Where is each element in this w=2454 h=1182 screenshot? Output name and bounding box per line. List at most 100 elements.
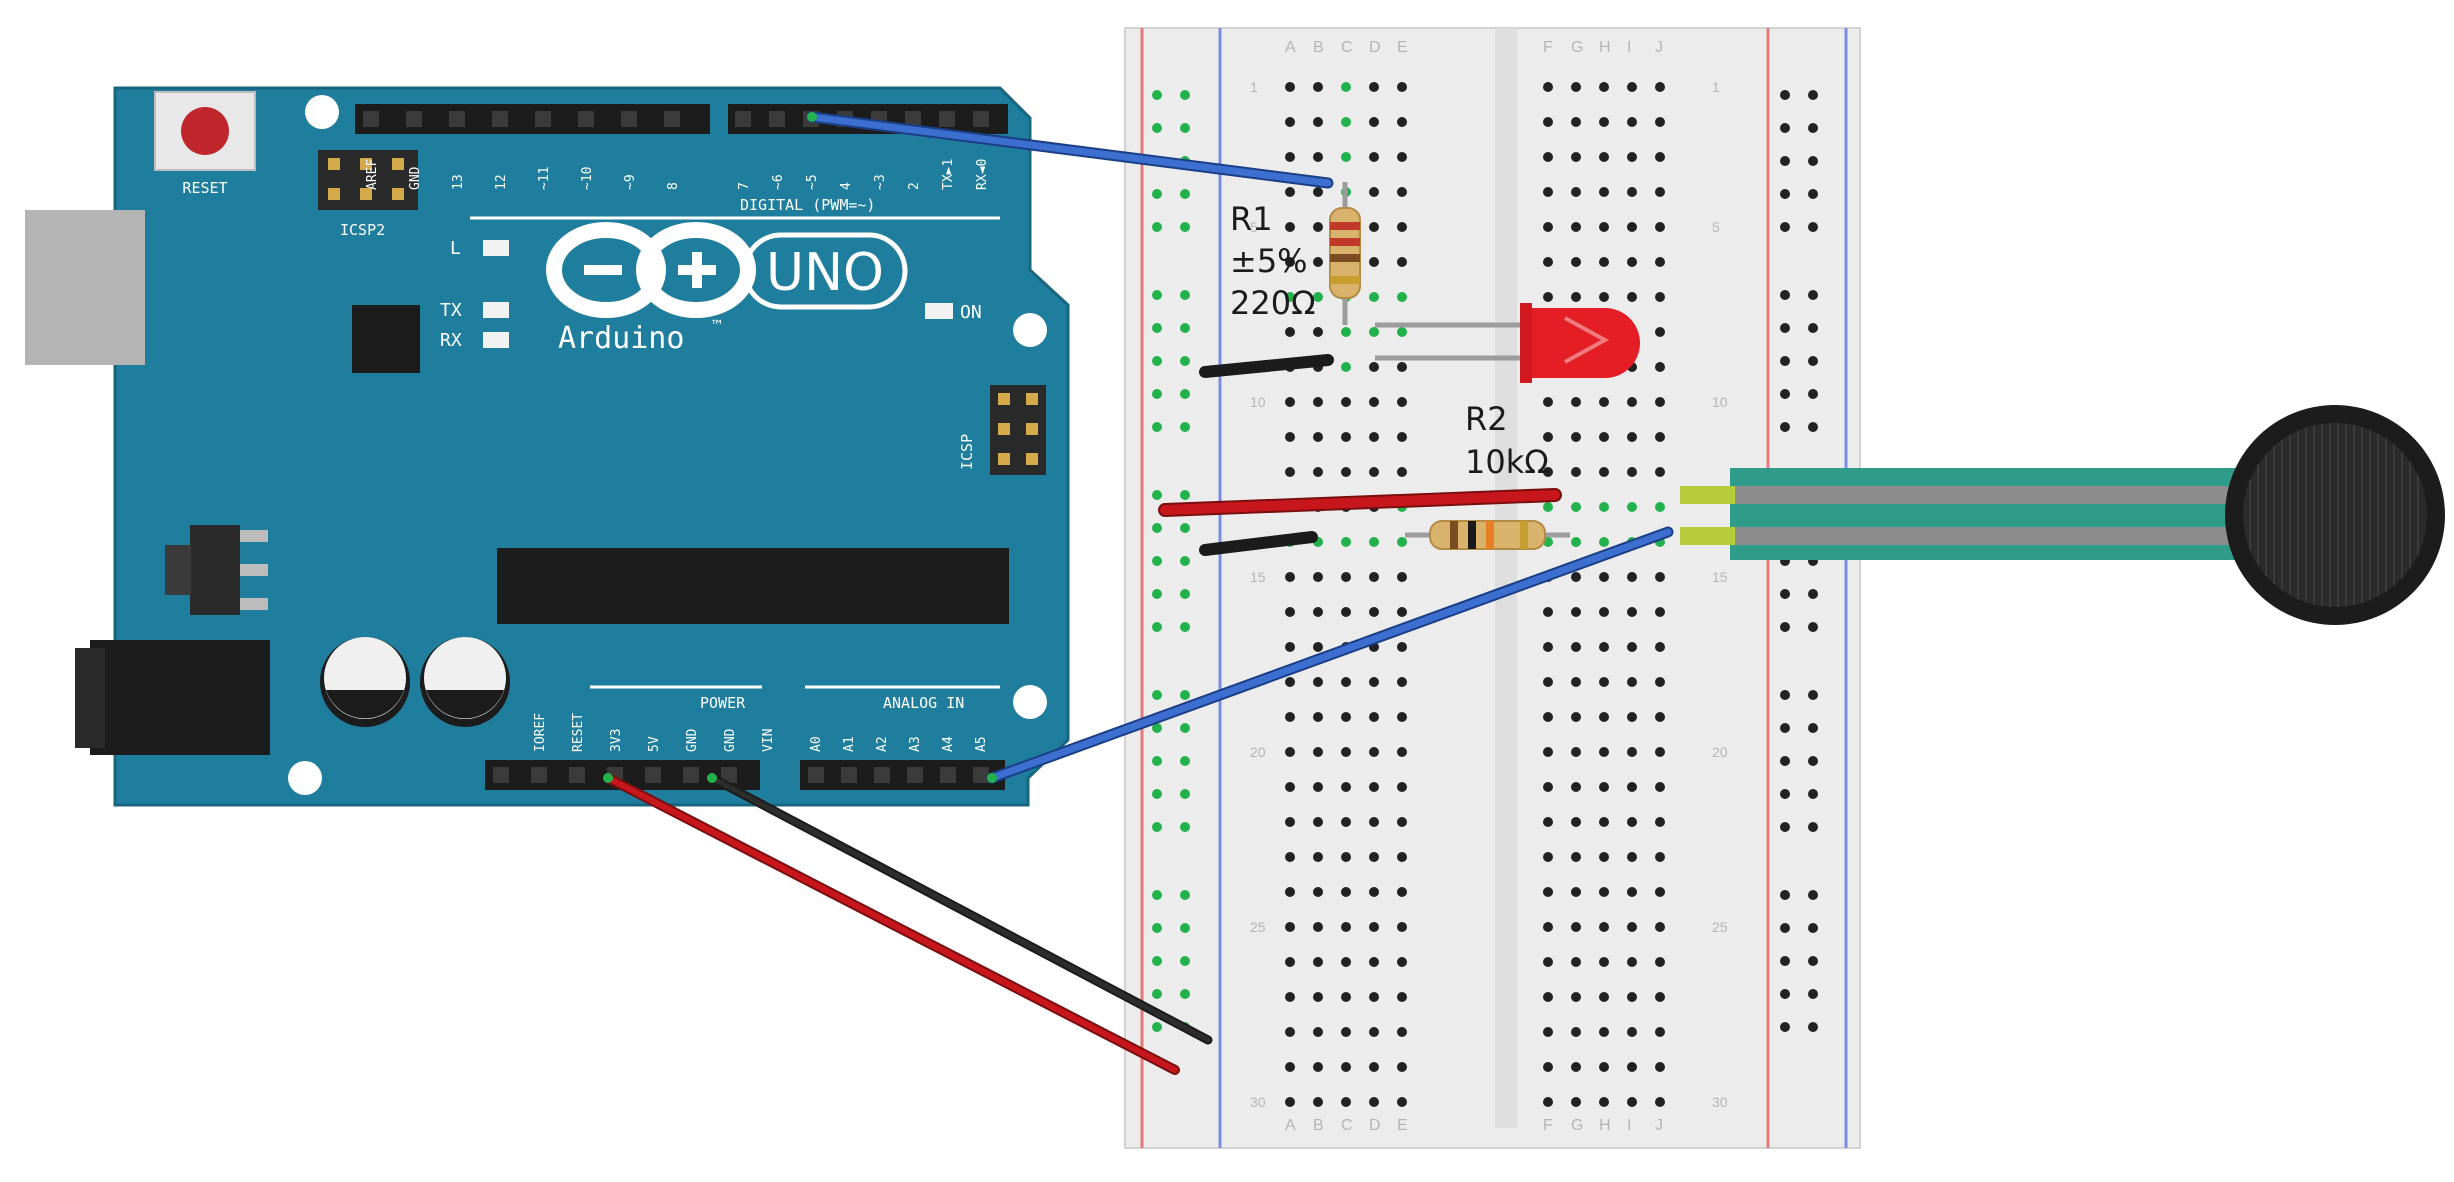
header-pin xyxy=(569,767,585,783)
l-led-label: L xyxy=(450,238,461,259)
pin-label: IOREF xyxy=(533,713,548,752)
on-led xyxy=(925,303,953,319)
breadboard-hole xyxy=(1627,187,1637,197)
breadboard-hole xyxy=(1571,502,1581,512)
breadboard-hole xyxy=(1599,187,1609,197)
breadboard-hole xyxy=(1571,397,1581,407)
breadboard-hole xyxy=(1341,1097,1351,1107)
breadboard-hole xyxy=(1341,607,1351,617)
r1-tolerance-label: ±5% xyxy=(1230,242,1308,280)
breadboard-hole xyxy=(1655,1097,1665,1107)
breadboard-hole xyxy=(1543,607,1553,617)
column-letter: E xyxy=(1397,1117,1408,1134)
breadboard-hole xyxy=(1543,712,1553,722)
breadboard-hole xyxy=(1571,292,1581,302)
breadboard-hole xyxy=(1285,1097,1295,1107)
pin-label: A2 xyxy=(875,736,890,752)
breadboard-hole xyxy=(1285,187,1295,197)
breadboard-hole xyxy=(1599,712,1609,722)
breadboard-hole xyxy=(1543,887,1553,897)
black-wire-led xyxy=(1199,354,1334,378)
rail-hole xyxy=(1808,323,1818,333)
rail-hole xyxy=(1808,956,1818,966)
breadboard-hole xyxy=(1599,222,1609,232)
mounting-hole xyxy=(1013,313,1047,347)
breadboard-hole xyxy=(1369,467,1379,477)
header-pin xyxy=(406,111,422,127)
rail-hole xyxy=(1780,589,1790,599)
breadboard-hole xyxy=(1285,152,1295,162)
breadboard-hole xyxy=(1341,537,1351,547)
breadboard-hole xyxy=(1627,1097,1637,1107)
rail-hole xyxy=(1180,956,1190,966)
breadboard-hole xyxy=(1313,1097,1323,1107)
rail-hole xyxy=(1180,589,1190,599)
l-led xyxy=(483,240,509,256)
rail-hole xyxy=(1180,189,1190,199)
breadboard-hole xyxy=(1599,502,1609,512)
breadboard-hole xyxy=(1627,782,1637,792)
breadboard-hole xyxy=(1543,992,1553,1002)
rail-hole xyxy=(1152,589,1162,599)
capacitor xyxy=(320,637,410,727)
pin-label: ~9 xyxy=(623,174,638,190)
capacitor xyxy=(420,637,510,727)
rail-hole xyxy=(1152,556,1162,566)
breadboard-hole xyxy=(1571,1062,1581,1072)
breadboard-hole xyxy=(1369,257,1379,267)
breadboard-hole xyxy=(1571,957,1581,967)
column-letter: H xyxy=(1599,1117,1611,1134)
pin-label: A4 xyxy=(941,736,956,752)
breadboard-hole xyxy=(1543,187,1553,197)
header-pin xyxy=(664,111,680,127)
breadboard-hole xyxy=(1313,852,1323,862)
rail-hole xyxy=(1180,123,1190,133)
column-letter: C xyxy=(1341,39,1353,56)
breadboard-hole xyxy=(1397,747,1407,757)
header-pin xyxy=(683,767,699,783)
breadboard-hole xyxy=(1571,747,1581,757)
breadboard-hole xyxy=(1313,1027,1323,1037)
breadboard-hole xyxy=(1599,992,1609,1002)
breadboard-hole xyxy=(1341,117,1351,127)
rail-hole xyxy=(1152,923,1162,933)
breadboard-hole xyxy=(1285,432,1295,442)
rail-hole xyxy=(1152,290,1162,300)
pin-label: 4 xyxy=(839,182,854,190)
breadboard-hole xyxy=(1571,677,1581,687)
breadboard-hole xyxy=(1369,992,1379,1002)
column-letter: H xyxy=(1599,39,1611,56)
breadboard-hole xyxy=(1397,572,1407,582)
pin-label: TX►1 xyxy=(941,159,956,190)
rail-hole xyxy=(1152,789,1162,799)
mounting-hole xyxy=(1013,685,1047,719)
header-pin xyxy=(940,767,956,783)
pin-label: A0 xyxy=(809,736,824,752)
breadboard-hole xyxy=(1313,607,1323,617)
breadboard-hole xyxy=(1285,887,1295,897)
rail-hole xyxy=(1180,822,1190,832)
breadboard-hole xyxy=(1543,642,1553,652)
rail-hole xyxy=(1780,422,1790,432)
rail-hole xyxy=(1780,923,1790,933)
breadboard-hole xyxy=(1285,747,1295,757)
pin-label: RX◄0 xyxy=(975,159,990,190)
breadboard-hole xyxy=(1285,467,1295,477)
rail-hole xyxy=(1780,723,1790,733)
breadboard-hole xyxy=(1369,852,1379,862)
rail-hole xyxy=(1780,156,1790,166)
breadboard-hole xyxy=(1369,152,1379,162)
breadboard-hole xyxy=(1397,537,1407,547)
header-pin xyxy=(449,111,465,127)
breadboard-hole xyxy=(1543,117,1553,127)
rail-hole xyxy=(1808,356,1818,366)
icsp2-label: ICSP2 xyxy=(340,221,385,239)
column-letter: F xyxy=(1543,39,1553,56)
breadboard-hole xyxy=(1369,572,1379,582)
breadboard-hole xyxy=(1543,467,1553,477)
breadboard-hole xyxy=(1655,852,1665,862)
breadboard-hole xyxy=(1571,432,1581,442)
rail-hole xyxy=(1180,290,1190,300)
breadboard-hole xyxy=(1655,1027,1665,1037)
breadboard-hole xyxy=(1571,222,1581,232)
